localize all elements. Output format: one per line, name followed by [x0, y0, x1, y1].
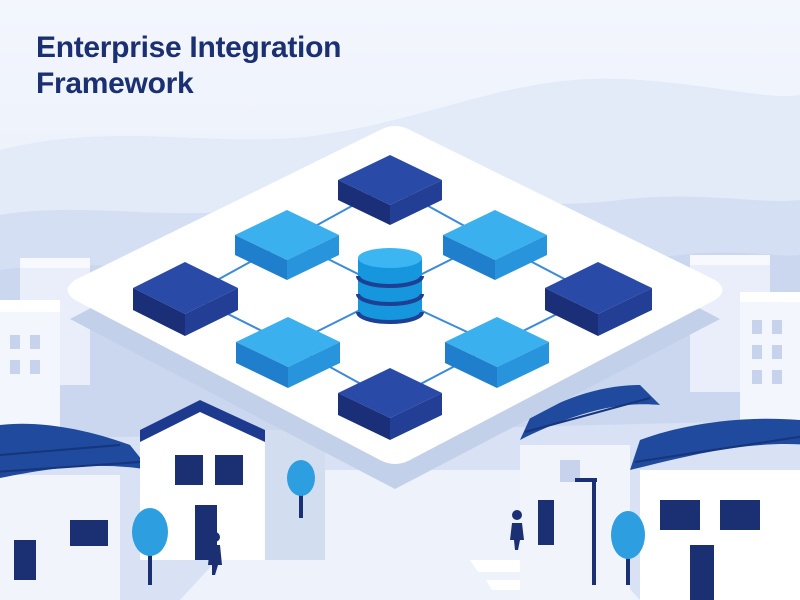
title-line-2: Framework: [36, 67, 194, 100]
traditional-house-left: [0, 423, 150, 600]
page-title: Enterprise Integration Framework: [36, 30, 456, 102]
node-left: [133, 262, 238, 336]
node-right: [545, 262, 652, 336]
tree-right: [611, 511, 645, 585]
house-mid-left: [140, 400, 325, 560]
street-lamp: [575, 478, 597, 585]
title-line-1: Enterprise Integration: [36, 31, 342, 64]
tree-left: [132, 508, 168, 585]
person-left: [208, 532, 222, 575]
database-cylinder-icon: [356, 248, 424, 324]
node-upper-right: [443, 210, 547, 280]
traditional-house-far-right: [630, 418, 800, 600]
node-top: [338, 155, 442, 225]
node-upper-left: [235, 210, 339, 280]
traditional-house-right: [520, 385, 660, 600]
person-right: [510, 510, 524, 550]
node-lower-left: [236, 317, 340, 388]
node-bottom: [338, 368, 442, 440]
tree-mid: [287, 460, 315, 518]
node-lower-right: [445, 317, 549, 388]
